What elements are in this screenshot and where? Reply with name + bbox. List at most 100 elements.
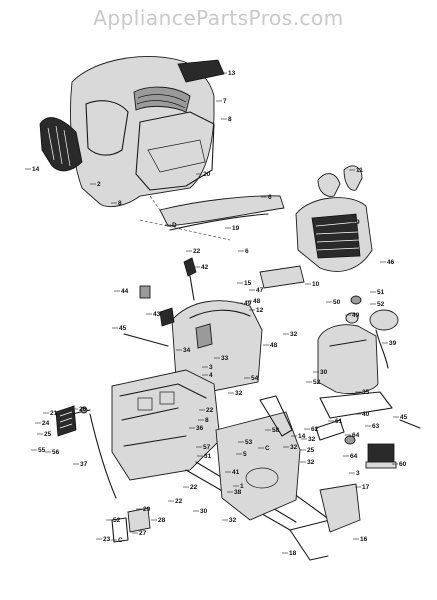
ignition-key[interactable] <box>183 257 197 277</box>
callout-c52c: 52 <box>113 517 121 524</box>
callout-c32d: 32 <box>290 444 298 451</box>
callout-c63: 63 <box>372 423 380 430</box>
hood-bumper[interactable] <box>159 195 285 227</box>
callout-c13: 13 <box>228 70 236 77</box>
bracket-28[interactable] <box>127 507 151 533</box>
callout-c33: 33 <box>221 355 229 362</box>
dash-panel[interactable] <box>171 300 263 393</box>
callout-c57: 57 <box>203 444 211 451</box>
main-frame[interactable] <box>111 369 221 481</box>
callout-c42: 42 <box>201 264 209 271</box>
callout-c5: 5 <box>243 451 247 458</box>
callout-cC2: C <box>118 537 123 544</box>
fuel-valve-50[interactable] <box>350 295 362 305</box>
callout-c39: 39 <box>389 340 397 347</box>
brake-rod <box>89 413 117 499</box>
callout-c62: 62 <box>311 426 319 433</box>
callout-c22b: 22 <box>206 407 214 414</box>
callout-c30: 30 <box>320 369 328 376</box>
hood-emblem[interactable] <box>177 59 225 83</box>
callout-c16: 16 <box>360 536 368 543</box>
callout-c24: 24 <box>42 420 50 427</box>
callout-c23: 23 <box>103 536 111 543</box>
callout-c46: 46 <box>387 259 395 266</box>
fuel-tank-assembly <box>317 295 421 429</box>
callout-c25: 25 <box>44 431 52 438</box>
callout-c22d: 22 <box>175 498 183 505</box>
callout-c52b: 52 <box>313 379 321 386</box>
callout-c53: 53 <box>245 439 253 446</box>
callout-c4: 4 <box>209 372 213 379</box>
fuel-tank-cap[interactable] <box>369 309 399 331</box>
hood-assembly <box>39 56 373 289</box>
tank-bracket <box>319 391 393 419</box>
callout-c17: 17 <box>362 484 370 491</box>
headlight-lens-right[interactable] <box>343 165 363 191</box>
watermark: AppliancePartsPros.com <box>93 6 344 30</box>
front-axle-bracket[interactable] <box>319 483 361 533</box>
callout-c49: 49 <box>244 300 252 307</box>
callout-c21: 21 <box>50 410 58 417</box>
front-grille <box>311 213 361 259</box>
callout-c15: 15 <box>244 280 252 287</box>
brake-pedal[interactable] <box>55 405 77 437</box>
callout-c11: 11 <box>356 167 363 174</box>
callout-c3: 3 <box>209 364 213 371</box>
callout-c32c: 32 <box>229 517 237 524</box>
callout-c12: 12 <box>256 307 264 314</box>
callout-c64b: 64 <box>350 453 358 460</box>
callout-c22c: 22 <box>190 484 198 491</box>
callout-c8a: 8 <box>228 116 232 123</box>
frame-assembly <box>111 369 397 561</box>
callout-c48b: 48 <box>270 342 278 349</box>
callout-c29: 29 <box>143 506 151 513</box>
callout-c2: 2 <box>97 181 101 188</box>
callout-c32b: 32 <box>235 390 243 397</box>
callout-c10: 10 <box>312 281 320 288</box>
callout-c14: 14 <box>32 166 40 173</box>
callout-c38: 38 <box>234 489 242 496</box>
callout-c22a: 22 <box>193 248 201 255</box>
callout-c3b: 3 <box>356 470 360 477</box>
callout-c32f: 32 <box>307 459 315 466</box>
callout-c40: 40 <box>362 411 370 418</box>
callout-c45b: 45 <box>400 414 408 421</box>
center-frame-plate[interactable] <box>215 411 301 521</box>
callout-c41: 41 <box>232 469 240 476</box>
callout-c6a: 6 <box>268 194 272 201</box>
headlight-lens-left[interactable] <box>317 173 341 197</box>
hood-top-vent <box>133 86 191 113</box>
callout-c28: 28 <box>158 517 166 524</box>
fuel-tank[interactable] <box>317 324 379 395</box>
callout-c34: 34 <box>183 347 191 354</box>
callout-c51: 51 <box>377 289 385 296</box>
callout-c56: 56 <box>52 449 60 456</box>
callout-c25b: 25 <box>307 447 315 454</box>
lower-front-panel[interactable] <box>259 265 305 289</box>
callout-c36: 36 <box>196 425 204 432</box>
callout-c58: 58 <box>272 427 280 434</box>
callout-c30b: 30 <box>200 508 208 515</box>
callout-c49b: 49 <box>352 312 360 319</box>
callout-cD: D <box>172 222 177 229</box>
callout-c9: 9 <box>356 219 360 226</box>
callout-c43: 43 <box>153 311 161 318</box>
hood-liner <box>135 111 215 191</box>
callout-c37: 37 <box>80 461 88 468</box>
callout-c8b: 8 <box>118 200 122 207</box>
switch-44[interactable] <box>139 285 151 299</box>
callout-c61: 61 <box>335 418 343 425</box>
callout-c1: 1 <box>240 483 244 490</box>
callout-c19: 19 <box>232 225 240 232</box>
callout-cC1: C <box>265 445 270 452</box>
side-grille[interactable] <box>39 117 83 172</box>
callout-c60: 60 <box>399 461 407 468</box>
callout-c35: 35 <box>362 389 370 396</box>
callout-c31: 31 <box>204 453 212 460</box>
callout-c54: 54 <box>251 375 259 382</box>
callout-c20: 20 <box>203 171 211 178</box>
callout-c48: 48 <box>253 298 261 305</box>
battery[interactable] <box>367 443 395 463</box>
